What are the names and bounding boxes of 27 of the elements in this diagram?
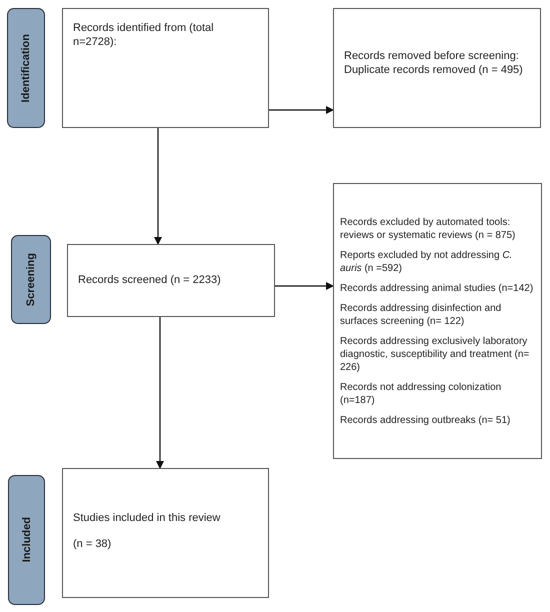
box-text: Records addressing disinfection and surfaces screening (n= 122) xyxy=(340,302,502,328)
box-text: Studies included in this review xyxy=(73,511,222,526)
stage-label-text: Screening xyxy=(25,252,37,306)
box-text: Reports excluded by not addressing C. auris (n =592) xyxy=(340,248,514,274)
process-box xyxy=(62,8,269,128)
stage-label xyxy=(7,8,45,128)
stage-label-text: Identification xyxy=(20,34,32,102)
box-text: Records addressing animal studies (n=142) xyxy=(340,282,534,294)
stage-label-text: Included xyxy=(20,517,32,563)
box-text: Records excluded by automated tools: reviews or systematic reviews (n = 875) xyxy=(340,216,516,242)
box-text: Records identified from (total n=2728): xyxy=(73,21,215,50)
arrow xyxy=(275,282,334,290)
box-text: Records addressing exclusively laboratory diagnostic, susceptibility and treatment (n= 226) xyxy=(340,334,530,374)
stage-label xyxy=(8,475,45,605)
process-box xyxy=(67,244,275,317)
arrow xyxy=(156,317,164,469)
box-text: (n = 38) xyxy=(73,537,112,552)
arrow xyxy=(154,128,162,245)
box-text: Records screened (n = 2233) xyxy=(78,273,222,288)
process-box xyxy=(333,183,542,459)
box-text: Records addressing outbreaks (n= 51) xyxy=(340,414,512,426)
arrow xyxy=(269,106,334,114)
box-text: Records removed before screening: Duplicate records removed (n = 495) xyxy=(344,49,524,78)
process-box xyxy=(333,8,541,128)
process-box xyxy=(62,468,269,598)
box-text: Records not addressing colonization (n=187) xyxy=(340,380,502,406)
stage-label xyxy=(11,235,51,324)
